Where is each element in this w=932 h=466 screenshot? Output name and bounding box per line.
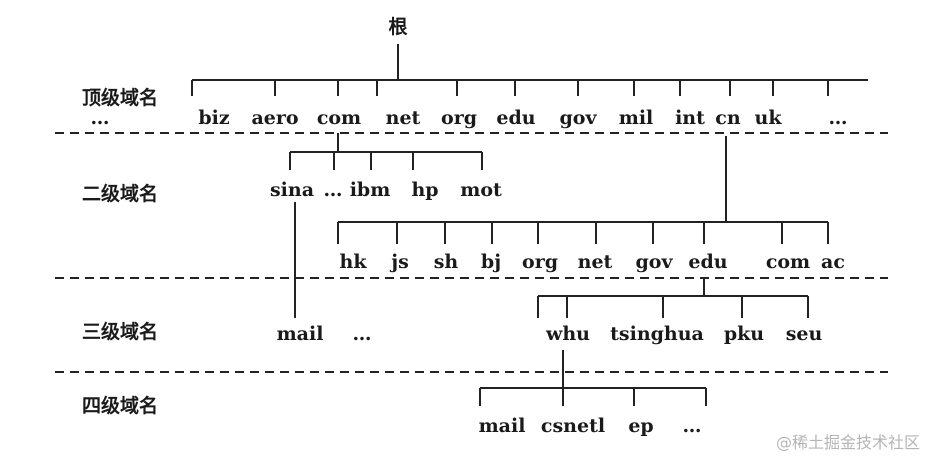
cn-node-net: net [578,251,613,273]
top-node-mil: mil [619,107,654,129]
third-node-mail: mail [277,323,324,345]
cn-node-org: org [522,251,558,273]
fourth-node-mail: mail [479,415,526,437]
cn-node-gov: gov [636,251,674,273]
fourth-node-csnetl: csnetl [541,415,605,437]
top-node-int: int [675,107,705,129]
cn-node-js: js [389,251,409,273]
level-label-second: 二级域名 [82,182,158,205]
fourth-ellipsis: … [683,415,702,437]
top-node-edu: edu [496,107,535,129]
top-node-com: com [317,107,361,129]
top-right-ellipsis: … [829,107,848,129]
cn-node-edu: edu [688,251,727,273]
top-node-gov: gov [560,107,598,129]
second-node-sina: sina [270,179,314,201]
cn-children-drops [337,222,829,244]
cn-node-ac: ac [821,251,845,273]
third-ellipsis: … [353,323,372,345]
third-node-whu: whu [545,323,590,345]
second-node-hp: hp [411,179,438,201]
third-node-pku: pku [724,323,764,345]
whu-children-drops [479,388,707,406]
second-node-mot: mot [460,179,502,201]
top-node-uk: uk [755,107,783,129]
cn-node-sh: sh [434,251,459,273]
watermark: @稀土掘金技术社区 [776,433,920,452]
second-ellipsis: … [324,179,343,201]
level-label-fourth: 四级域名 [82,394,158,417]
level-label-third: 三级域名 [82,320,158,343]
top-level-drops [191,80,829,96]
top-node-aero: aero [251,107,298,129]
cn-node-bj: bj [481,251,501,273]
second-node-ibm: ibm [350,179,391,201]
third-node-tsinghua: tsinghua [610,323,704,345]
top-node-cn: cn [715,107,741,129]
com-children-drops [289,152,483,170]
top-left-ellipsis: … [91,107,110,129]
level-label-top: 顶级域名 [82,86,158,109]
third-node-seu: seu [786,323,823,345]
top-node-biz: biz [198,107,230,129]
cn-node-hk: hk [340,251,368,273]
cn-node-com: com [766,251,810,273]
fourth-node-ep: ep [628,415,653,437]
edu-children-drops [537,296,809,318]
root-node: 根 [388,15,407,38]
top-node-org: org [441,107,477,129]
top-node-net: net [386,107,421,129]
